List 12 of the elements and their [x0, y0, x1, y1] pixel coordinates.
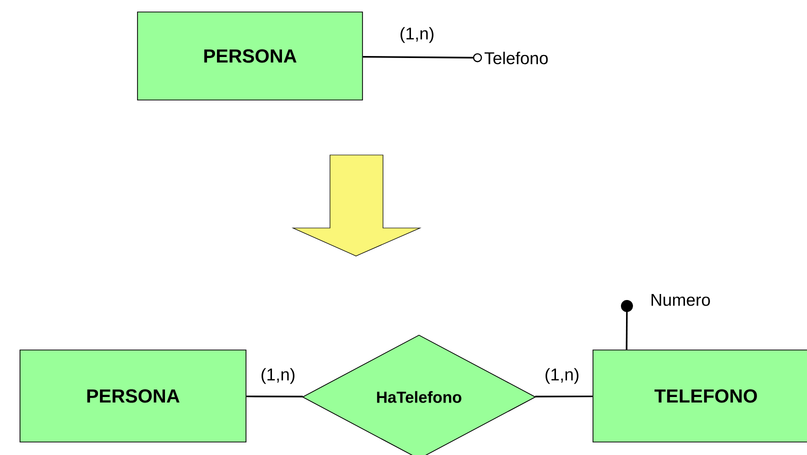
connector — [246, 396, 303, 398]
entity-box: PERSONA — [137, 12, 363, 100]
cardinality-label: (1,n) — [544, 367, 580, 385]
connector — [362, 53, 482, 62]
cardinality-label: (1,n) — [398, 26, 436, 44]
attribute-label: Telefono — [484, 52, 548, 64]
attribute-label: Numero — [652, 294, 710, 306]
connector — [535, 396, 593, 398]
connector — [620, 300, 633, 350]
cardinality-label: (1,n) — [260, 367, 296, 385]
entity-box: PERSONA — [20, 350, 246, 442]
entity-box: TELEFONO — [592, 350, 807, 442]
